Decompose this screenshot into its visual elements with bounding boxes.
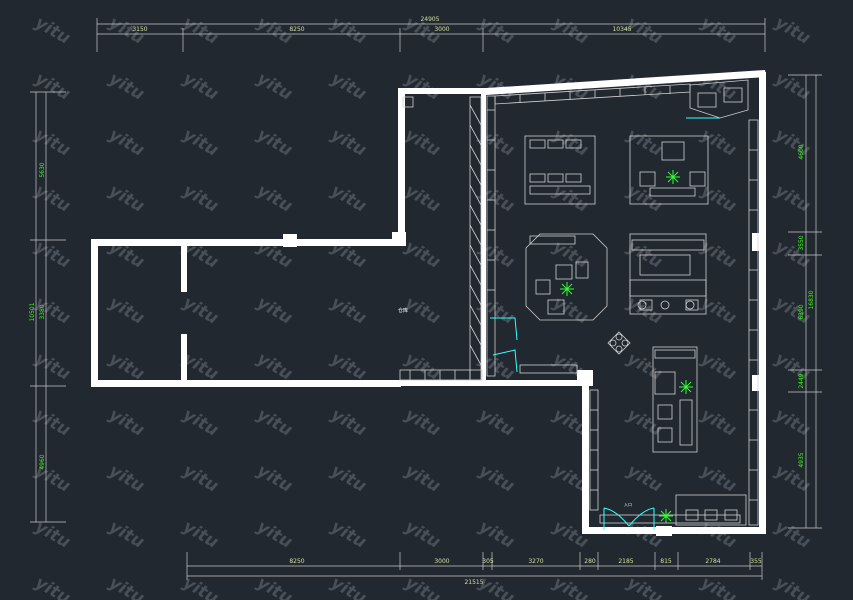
dimension-labels: 24905 3150 8250 3000 10345 8250 3000 305… [132, 16, 762, 586]
bottom-dimension-9: 355 [750, 558, 762, 565]
right-dimension-1: 4600 [798, 144, 805, 159]
display-table-2 [629, 135, 709, 205]
top-dimension-2: 8250 [289, 26, 304, 33]
wall-left-room-bottom [91, 380, 401, 387]
plant-icon [679, 380, 693, 394]
wall-storage-vertical [398, 90, 405, 245]
column [283, 234, 297, 247]
room-label: 仓库 [398, 307, 408, 314]
wall-storage-top [398, 88, 486, 94]
plant-icon [659, 509, 673, 523]
column [752, 233, 766, 251]
wall-interior-vertical [481, 94, 486, 386]
column [656, 526, 672, 536]
right-dimension-4: 2449 [798, 373, 805, 388]
wall-showroom-bottom [582, 527, 766, 534]
top-overall-dimension: 24905 [420, 16, 439, 23]
corner-display [689, 79, 749, 119]
bottom-dimension-2: 3000 [434, 558, 449, 565]
bottom-dimension-4: 3270 [528, 558, 543, 565]
wall-showroom-right [759, 72, 766, 532]
right-overall-dimension: 16830 [808, 290, 815, 309]
left-dimension-4: 4960 [39, 454, 46, 469]
left-dimension-1: 5630 [39, 162, 46, 177]
storage-fixture [402, 96, 414, 108]
interior-fixtures [399, 79, 759, 526]
column [392, 232, 406, 246]
top-dimension-4: 10345 [612, 26, 631, 33]
wall-showroom-top [486, 70, 766, 95]
bottom-dimension-7: 815 [660, 558, 672, 565]
wall-left-room-left [91, 239, 98, 387]
plants [560, 170, 693, 523]
exterior-walls [91, 70, 766, 536]
bottom-overall-dimension: 21515 [464, 579, 483, 586]
bottom-dimension-6: 2185 [618, 558, 633, 565]
plant-icon [560, 282, 574, 296]
wall-showroom-left-lower [582, 372, 589, 534]
bottom-dimension-8: 2784 [705, 558, 720, 565]
side-dimension-labels: 5630 10501 3380 4960 4600 3550 6390 2449… [29, 144, 815, 469]
wall-interior [400, 380, 585, 386]
top-dimension-1: 3150 [132, 26, 147, 33]
wall-partition-lower [181, 334, 187, 380]
column [577, 370, 593, 386]
wall-partition-upper [181, 246, 187, 292]
display-table-1 [524, 135, 596, 205]
round-table [607, 331, 631, 355]
bottom-lounge [675, 494, 747, 526]
bottom-dimension-5: 280 [584, 558, 596, 565]
wall-shelving [486, 83, 759, 526]
dimension-lines [30, 18, 822, 580]
lounge-area [525, 233, 608, 321]
left-dimension-3: 3380 [39, 304, 46, 319]
left-dimension-2: 10501 [29, 302, 36, 321]
plant-icon [666, 170, 680, 184]
column [752, 375, 766, 391]
storage-racks [399, 96, 483, 381]
wall-left-room-top [91, 239, 405, 246]
right-dimension-5: 4935 [798, 452, 805, 467]
right-dimension-2: 3550 [798, 235, 805, 250]
entrance-label: 入口 [624, 502, 632, 507]
glass-doors [490, 117, 720, 530]
display-table-4 [652, 346, 698, 453]
display-table-3 [629, 233, 707, 315]
bottom-dimension-3: 305 [482, 558, 494, 565]
bottom-dimension-1: 8250 [289, 558, 304, 565]
right-dimension-3: 6390 [798, 304, 805, 319]
top-dimension-3: 3000 [434, 26, 449, 33]
